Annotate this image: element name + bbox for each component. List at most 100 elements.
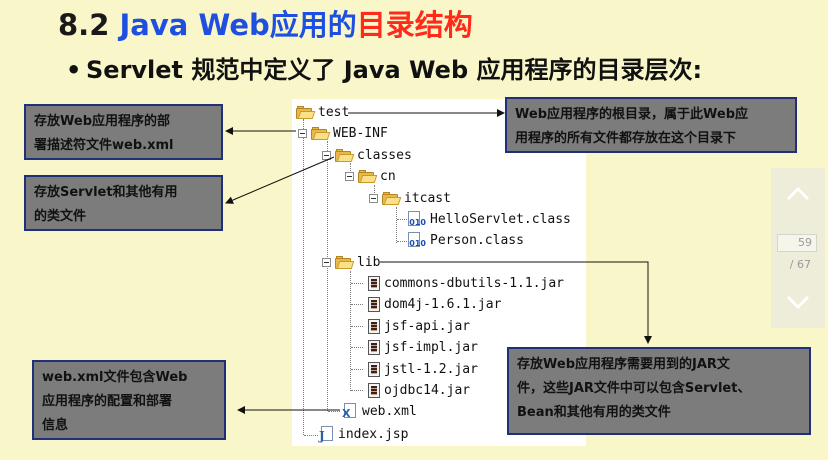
tree-connector (304, 435, 318, 436)
tree-node-label: jsf-impl.jar (384, 339, 478, 355)
tree-node-label: index.jsp (338, 426, 409, 442)
tree-node-label: HelloServlet.class (430, 211, 571, 227)
tree-node-itcast[interactable]: itcast (369, 188, 451, 208)
tree-connector (350, 271, 351, 391)
tree-connector (351, 304, 363, 305)
folder-open-icon (311, 126, 331, 140)
jar-file-icon (368, 275, 380, 291)
total-pages: / 67 (789, 258, 811, 271)
tree-node-label: ojdbc14.jar (384, 382, 471, 398)
tree-node-jar[interactable]: jstl-1.2.jar (368, 359, 478, 379)
tree-node-label: commons-dbutils-1.1.jar (384, 275, 565, 291)
callout-lib: 存放Web应用程序需要用到的JAR文 件，这些JAR文件中可以包含Servlet… (507, 347, 811, 435)
callout-line: 应用程序的配置和部署 (42, 394, 173, 409)
tree-connector (351, 390, 363, 391)
slide-title: 8.2 Java Web应用的目录结构 (58, 2, 473, 44)
java-class-file-icon: 010 (408, 211, 426, 227)
callout-line: 存放Web应用程序需要用到的JAR文 (517, 357, 730, 372)
tree-node-label: cn (380, 168, 396, 184)
tree-connector (351, 283, 363, 284)
jar-file-icon (368, 296, 380, 312)
tree-connector (351, 347, 363, 348)
java-class-file-icon: 010 (408, 232, 426, 248)
chevron-down-icon (786, 295, 810, 310)
folder-open-icon (296, 105, 316, 119)
tree-node-label: test (318, 104, 350, 120)
collapse-toggle-icon[interactable] (298, 128, 307, 138)
tree-node-label: dom4j-1.6.1.jar (384, 296, 502, 312)
folder-open-icon (335, 255, 355, 269)
callout-line: Bean和其他有用的类文件 (517, 405, 671, 420)
jar-file-icon (368, 382, 380, 398)
tree-node-label: jstl-1.2.jar (384, 361, 478, 377)
current-page-field[interactable]: 59 (777, 234, 817, 252)
collapse-toggle-icon[interactable] (322, 257, 331, 267)
tree-connector (397, 241, 407, 242)
tree-node-jar[interactable]: jsf-api.jar (368, 316, 470, 336)
callout-line: 信息 (42, 418, 69, 433)
slide-pager: 59 / 67 (771, 168, 825, 328)
title-part1: Java Web应用的 (119, 8, 357, 42)
tree-connector (396, 207, 397, 243)
title-part2: 目录结构 (356, 8, 473, 42)
callout-line: web.xml文件包含Web (42, 370, 188, 385)
tree-node-label: WEB-INF (333, 125, 388, 141)
callout-classes: 存放Servlet和其他有用 的类文件 (24, 175, 223, 231)
tree-node-label: web.xml (362, 403, 417, 419)
collapse-toggle-icon[interactable] (345, 171, 354, 181)
jar-file-icon (368, 339, 380, 355)
tree-connector (351, 369, 363, 370)
folder-open-icon (335, 148, 355, 162)
tree-connector (328, 411, 340, 412)
tree-node-jar[interactable]: dom4j-1.6.1.jar (368, 294, 501, 314)
tree-node-indexjsp[interactable]: J index.jsp (318, 424, 408, 444)
tree-node-label: lib (357, 254, 381, 270)
xml-file-icon: X (342, 403, 358, 420)
tree-node-webinf[interactable]: WEB-INF (298, 123, 388, 143)
callout-line: 署描述符文件web.xml (34, 138, 174, 153)
tree-node-jar[interactable]: jsf-impl.jar (368, 337, 478, 357)
callout-line: 存放Web应用程序的部 (34, 114, 170, 129)
tree-node-cn[interactable]: cn (345, 166, 396, 186)
tree-connector (327, 141, 328, 411)
callout-line: 件，这些JAR文件中可以包含Servlet、 (517, 381, 751, 396)
callout-root: Web应用程序的根目录，属于此Web应 用程序的所有文件都存放在这个目录下 (505, 97, 797, 153)
tree-node-jar[interactable]: ojdbc14.jar (368, 380, 470, 400)
collapse-toggle-icon[interactable] (369, 193, 378, 203)
jar-file-icon (368, 318, 380, 334)
callout-line: 存放Servlet和其他有用 (34, 185, 178, 200)
tree-node-lib[interactable]: lib (322, 252, 380, 272)
callout-webinf: 存放Web应用程序的部 署描述符文件web.xml (24, 104, 223, 160)
callout-line: Web应用程序的根目录，属于此Web应 (515, 107, 748, 122)
jar-file-icon (368, 361, 380, 377)
slide-subtitle: •Servlet 规范中定义了 Java Web 应用程序的目录层次: (66, 50, 702, 85)
collapse-toggle-icon[interactable] (322, 150, 331, 160)
chevron-up-icon (786, 186, 810, 201)
tree-node-label: itcast (404, 190, 451, 206)
tree-connector (374, 185, 375, 199)
subtitle-text: Servlet 规范中定义了 Java Web 应用程序的目录层次: (86, 56, 703, 84)
tree-node-classes[interactable]: classes (322, 145, 412, 165)
tree-connector (350, 163, 351, 177)
tree-node-jar[interactable]: commons-dbutils-1.1.jar (368, 273, 564, 293)
next-slide-button[interactable] (771, 278, 825, 328)
callout-line: 用程序的所有文件都存放在这个目录下 (515, 131, 737, 146)
tree-node-label: Person.class (430, 232, 524, 248)
title-number: 8.2 (58, 8, 110, 42)
tree-node-class-file[interactable]: 010 HelloServlet.class (408, 209, 571, 229)
tree-node-root[interactable]: test (296, 102, 349, 122)
callout-line: 的类文件 (34, 209, 87, 224)
tree-node-label: classes (357, 147, 412, 163)
tree-connector (303, 119, 304, 435)
jsp-file-icon: J (318, 426, 334, 443)
tree-node-webxml[interactable]: X web.xml (342, 401, 417, 421)
tree-connector (397, 219, 407, 220)
folder-open-icon (358, 169, 378, 183)
bullet-dot: • (66, 56, 82, 84)
folder-open-icon (382, 191, 402, 205)
previous-slide-button[interactable] (771, 168, 825, 218)
tree-node-class-file[interactable]: 010 Person.class (408, 230, 524, 250)
tree-node-label: jsf-api.jar (384, 318, 471, 334)
tree-connector (351, 326, 363, 327)
callout-webxml: web.xml文件包含Web 应用程序的配置和部署 信息 (32, 360, 226, 440)
